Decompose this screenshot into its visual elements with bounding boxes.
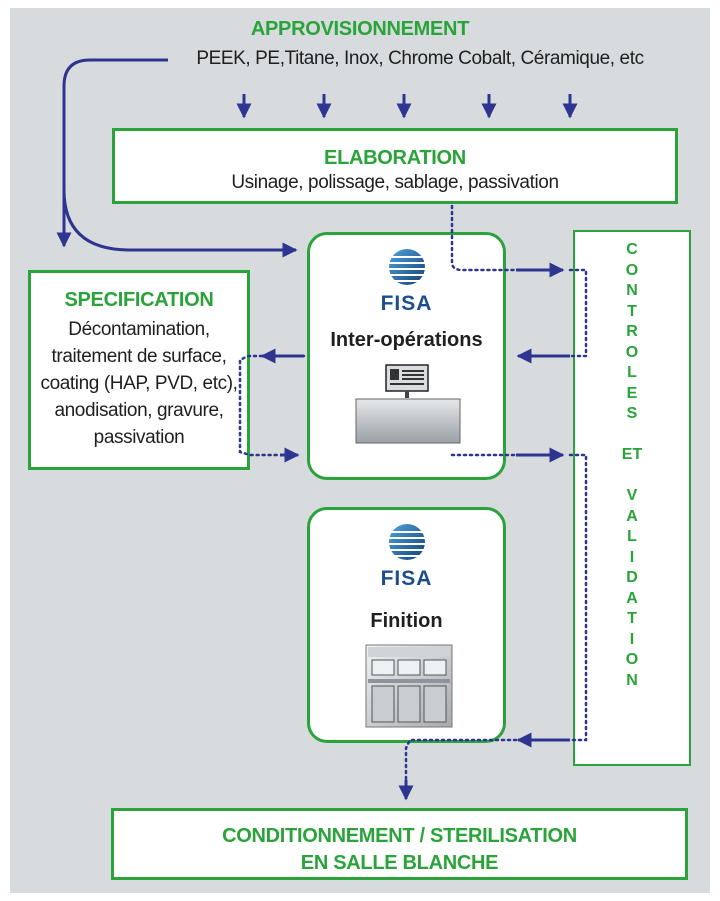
specification-box: SPECIFICATION Décontamination, traitemen… bbox=[28, 270, 250, 470]
fisa-logo: FISA bbox=[310, 247, 503, 316]
vertical-letter: A bbox=[626, 589, 638, 607]
vertical-letter: O bbox=[625, 261, 639, 279]
approvisionnement-title: APPROVISIONNEMENT bbox=[250, 18, 470, 40]
specification-line: coating (HAP, PVD, etc), bbox=[40, 373, 238, 394]
vertical-letter: I bbox=[629, 548, 635, 566]
specification-line: anodisation, gravure, bbox=[54, 400, 224, 421]
vertical-letter: O bbox=[625, 343, 639, 361]
vertical-letter: S bbox=[626, 405, 638, 422]
finition-box: FISA Finition bbox=[307, 507, 506, 743]
elaboration-to-controls-dotted bbox=[450, 204, 518, 272]
controls-loop-dotted bbox=[568, 268, 588, 358]
inter-operations-box: FISA Inter-opérations bbox=[307, 232, 506, 480]
fisa-logo-text: FISA bbox=[380, 567, 433, 590]
vertical-letter: L bbox=[627, 528, 637, 545]
inter-operations-label: Inter-opérations bbox=[330, 329, 483, 351]
vertical-letter: V bbox=[626, 487, 638, 504]
fisa-logo-text: FISA bbox=[380, 292, 433, 315]
supply-to-specification-arrow bbox=[56, 58, 168, 248]
vertical-letter: R bbox=[626, 323, 638, 340]
conditionnement-box: CONDITIONNEMENT / STERILISATION EN SALLE… bbox=[111, 808, 688, 880]
vertical-letter: E bbox=[626, 384, 638, 402]
vertical-letter: A bbox=[626, 507, 638, 525]
specification-text: Décontamination, traitement de surface, … bbox=[31, 316, 247, 451]
elaboration-box: ELABORATION Usinage, polissage, sablage,… bbox=[112, 128, 678, 204]
specification-line: traitement de surface, bbox=[51, 346, 227, 367]
vertical-letter: D bbox=[626, 569, 638, 586]
controles-validation-box: C O N T R O L E S ET V A L I D A T I O N bbox=[573, 230, 691, 766]
vertical-letter: T bbox=[627, 302, 637, 320]
finition-to-conditionnement-dotted bbox=[404, 738, 518, 784]
vertical-letter: I bbox=[629, 630, 635, 648]
vertical-letter: L bbox=[627, 364, 637, 381]
fisa-globe-icon bbox=[386, 249, 427, 285]
elaboration-text: Usinage, polissage, sablage, passivation bbox=[231, 172, 559, 193]
vertical-letter: C bbox=[626, 241, 638, 258]
computer-workstation-icon bbox=[355, 364, 461, 444]
supply-to-inter-operations-arrow bbox=[62, 189, 298, 258]
controls-to-finition-dotted bbox=[568, 453, 588, 742]
specification-title: SPECIFICATION bbox=[64, 289, 214, 311]
fisa-globe-icon bbox=[386, 524, 427, 560]
specification-line: passivation bbox=[93, 427, 185, 448]
fisa-logo: FISA bbox=[310, 522, 503, 591]
vertical-letter: N bbox=[626, 671, 638, 689]
specification-line: Décontamination, bbox=[68, 319, 210, 340]
vertical-letter: ET bbox=[621, 446, 643, 463]
conditionnement-line2: EN SALLE BLANCHE bbox=[300, 852, 499, 874]
finition-label: Finition bbox=[370, 610, 443, 632]
elaboration-title: ELABORATION bbox=[324, 147, 466, 169]
vertical-letter: N bbox=[626, 282, 638, 299]
cleanroom-cabinet-icon bbox=[365, 644, 453, 728]
inter-to-specification-dotted bbox=[238, 354, 306, 457]
approvisionnement-materials: PEEK, PE,Titane, Inox, Chrome Cobalt, Cé… bbox=[196, 48, 644, 69]
controles-validation-text: C O N T R O L E S ET V A L I D A T I O N bbox=[575, 240, 689, 691]
vertical-letter: T bbox=[627, 610, 637, 627]
conditionnement-line1: CONDITIONNEMENT / STERILISATION bbox=[222, 825, 577, 847]
vertical-letter: O bbox=[625, 651, 639, 668]
